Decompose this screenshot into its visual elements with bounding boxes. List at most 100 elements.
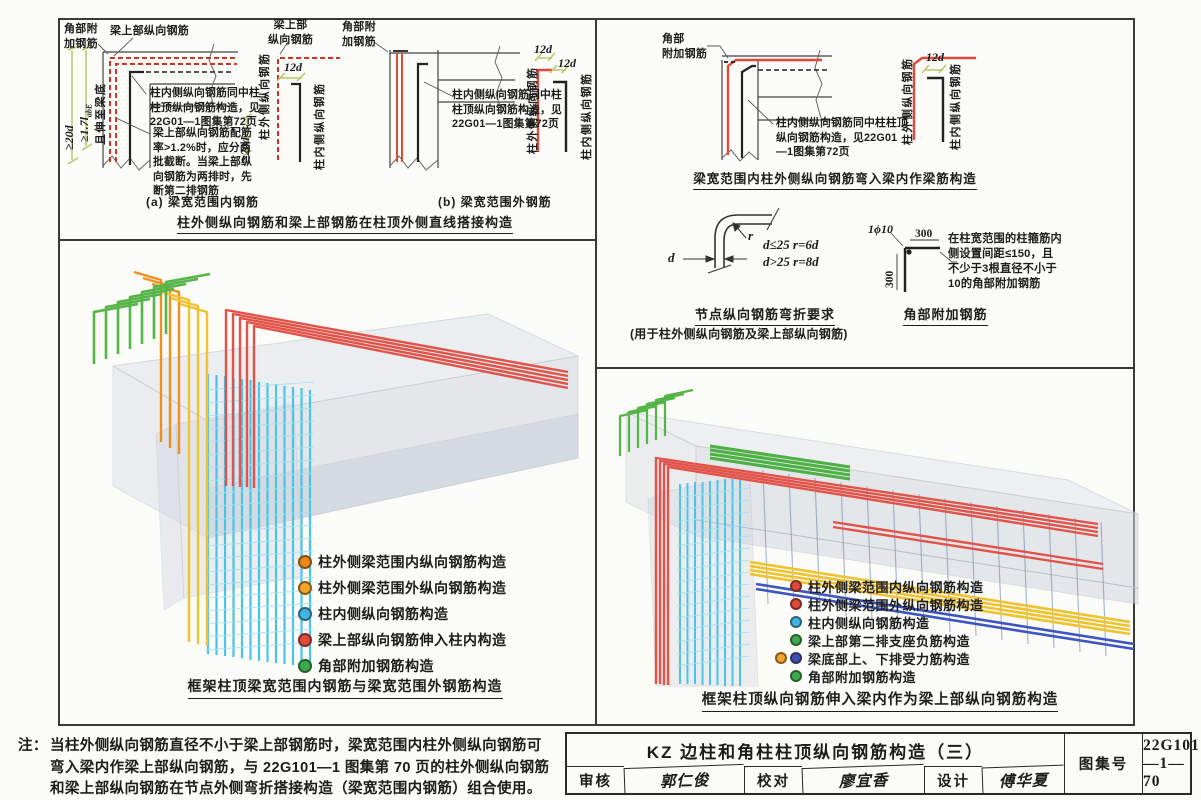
detail-a-dims [67, 45, 93, 165]
model-right-cyan-bars [676, 478, 751, 686]
footer-note: 注： 当柱外侧纵向钢筋直径不小于梁上部钢筋时，梁宽范围内柱外侧纵向钢筋可弯入梁内… [18, 736, 563, 800]
model-right-legend: 柱外侧梁范围内纵向钢筋构造 柱外侧梁范围外纵向钢筋构造 柱内侧纵向钢筋构造 梁上… [768, 577, 984, 685]
detail-b-dim-12d: 12d [284, 60, 302, 74]
corner-detail-bars [707, 45, 830, 158]
legend-dot [298, 581, 312, 595]
model-right-green-hooks [618, 388, 694, 456]
bend-requirement-bar [707, 207, 780, 274]
bend-in-linework [683, 45, 976, 292]
detail-b-bars [373, 41, 453, 162]
legend-dot [790, 580, 802, 592]
legend-row: 柱内侧纵向钢筋构造 [768, 613, 984, 631]
legend-row-dual: 梁底部上、下排受力筋构造 [768, 649, 984, 667]
detail-b-dim-20d: ≥20d [238, 137, 252, 162]
bend-in-title: 梁宽范围内柱外侧纵向钢筋弯入梁内作梁筋构造 [665, 168, 1005, 190]
detail-a-dim-lap: ≥1.7labE [77, 103, 94, 142]
bend-in-corner-label: 角部附加钢筋 [662, 33, 708, 60]
detail-a-leaders [97, 37, 151, 135]
model-right-yellow-bars [749, 560, 1131, 636]
detail-b-note-inner: 柱内侧纵向钢筋同中柱柱顶纵向钢筋构造，见22G01—1图集第72页 [452, 89, 562, 131]
legend-dot [298, 555, 312, 569]
corner-add-dim-v: 300 [884, 270, 896, 288]
detail-a-concrete [102, 43, 238, 171]
detail-a-outer-bars-dashed [109, 57, 237, 162]
detail-b-col-inner-vlabel: 柱内侧纵向钢筋 [314, 82, 326, 171]
legend-row: 角部附加钢筋构造 [296, 653, 507, 679]
detail-b-corner-label: 角部附加钢筋 [342, 21, 376, 48]
legend-row: 梁上部纵向钢筋伸入柱内构造 [296, 627, 507, 653]
check-name: 廖宜香 [801, 763, 925, 796]
design-name: 傅华夏 [981, 764, 1065, 795]
detail-b-col-outer-vlabel: 柱外侧纵向钢筋 [259, 52, 271, 141]
model-right-caption: 框架柱顶纵向钢筋伸入梁内作为梁上部纵向钢筋构造 [650, 688, 1110, 712]
legend-dot [790, 634, 802, 646]
vertical-divider [595, 18, 597, 726]
detail-a-dim-20d: ≥20d [62, 125, 76, 150]
legend-row: 柱内侧纵向钢筋构造 [296, 601, 507, 627]
bend-in-note-inner: 柱内侧纵向钢筋同中柱柱顶纵向钢筋构造，见22G01—1图集第72页 [776, 117, 908, 159]
legend-row: 柱外侧梁范围外纵向钢筋构造 [296, 575, 507, 601]
bend-in-hook-dim: 12d [926, 50, 944, 64]
bend-req-r-label: r [748, 228, 754, 243]
corner-add-bar [889, 231, 957, 292]
corner-add-bar-label: 1ϕ10 [868, 222, 893, 236]
model-right-3d [618, 388, 1139, 687]
legend-row: 梁上部第二排支座负筋构造 [768, 631, 984, 649]
hook-outer-dim: 12d [534, 42, 552, 56]
model-left-3d [92, 270, 580, 667]
legend-dot [790, 598, 802, 610]
legend-row: 柱外侧梁范围内纵向钢筋构造 [296, 549, 507, 575]
bend-req-cond1: d≤25 r=6d [763, 237, 819, 252]
bend-req-d-label: d [668, 250, 675, 265]
footer-note-text: 当柱外侧纵向钢筋直径不小于梁上部钢筋时，梁宽范围内柱外侧纵向钢筋可弯入梁内作梁上… [50, 738, 550, 797]
review-name: 郭仁俊 [623, 763, 745, 796]
detail-b-hooks [534, 52, 570, 152]
sheet-title: KZ 边柱和角柱柱顶纵向钢筋构造（三） [646, 742, 985, 762]
detail-a-inner-bar [128, 70, 232, 165]
hook-inner-dim: 12d [558, 56, 576, 70]
lap-title: 柱外侧纵向钢筋和梁上部钢筋在柱顶外侧直线搭接构造 [150, 212, 540, 234]
detail-a-beam-top-label: 梁上部纵向钢筋 [110, 25, 190, 37]
model-left-red-bars [224, 308, 569, 488]
bend-in-inner-vlabel: 柱内侧纵向钢筋 [950, 62, 962, 151]
legend-dot-upper [775, 652, 787, 664]
model-left-yellow-bars [161, 290, 209, 646]
legend-dot [790, 670, 802, 682]
atlas-label: 图集号 [1064, 734, 1142, 793]
check-label: 校对 [744, 766, 802, 793]
bend-requirement-dims [683, 222, 747, 263]
bend-req-title: 节点纵向钢筋弯折要求 [690, 304, 840, 326]
legend-dot [298, 659, 312, 673]
legend-row: 柱外侧梁范围外纵向钢筋构造 [768, 595, 984, 613]
corner-add-note: 在柱宽范围的柱箍筋内侧设置间距≤150，且不少于3根直径不小于10的角部附加钢筋 [948, 233, 1062, 291]
corner-detail-concrete [721, 49, 832, 162]
legend-dot [298, 607, 312, 621]
hook-inner-vlabel: 柱内侧纵向钢筋 [581, 72, 593, 161]
detail-a-note-cutoff: 梁上部纵向钢筋配筋率>1.2%时，应分两批截断。当梁上部纵向钢筋为两排时，先断第… [153, 127, 252, 198]
review-label: 审核 [567, 766, 624, 793]
corner-detail-hooks [912, 56, 976, 142]
bend-req-subtitle: (用于柱外侧纵向钢筋及梁上部纵向钢筋) [630, 327, 848, 341]
legend-row: 柱外侧梁范围内纵向钢筋构造 [768, 577, 984, 595]
model-right-blue-bars [755, 582, 1135, 651]
bend-in-outer-vlabel: 柱外侧纵向钢筋 [902, 57, 914, 146]
detail-b-beam-top-label: 梁上部纵向钢筋 [268, 19, 314, 46]
footer-note-label: 注： [18, 738, 48, 754]
model-right-green-top-bars [709, 444, 851, 481]
model-left-legend: 柱外侧梁范围内纵向钢筋构造 柱外侧梁范围外纵向钢筋构造 柱内侧纵向钢筋构造 梁上… [296, 549, 507, 679]
legend-dot [298, 633, 312, 647]
detail-a-corner-label: 角部附加钢筋 [64, 23, 98, 50]
bend-req-cond2: d>25 r=8d [763, 254, 819, 269]
model-right-red-bars [654, 456, 1104, 685]
left-horizontal-divider [58, 239, 597, 241]
legend-row: 角部附加钢筋构造 [768, 667, 984, 685]
detail-a-note-inner: 柱内侧纵向钢筋同中柱柱顶纵向钢筋构造，见22G01—1图集第72页 [150, 87, 260, 129]
detail-a-caption: (a) 梁宽范围内钢筋 [146, 195, 260, 209]
detail-a-dim-extend: 且伸至梁底 [95, 82, 107, 146]
legend-dot [790, 616, 802, 628]
legend-dot-lower [790, 652, 802, 664]
detail-b-concrete [389, 45, 520, 171]
corner-add-dim-h: 300 [915, 228, 933, 240]
detail-b-caption: (b) 梁宽范围外钢筋 [438, 195, 552, 209]
